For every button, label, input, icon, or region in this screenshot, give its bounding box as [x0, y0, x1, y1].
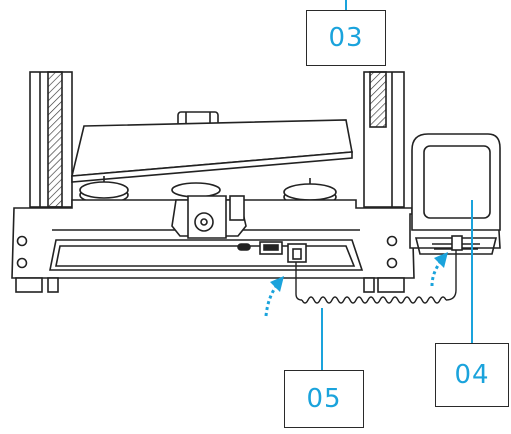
- print-head: [171, 195, 247, 239]
- gantry-frame: [29, 71, 405, 208]
- front-ports: [237, 241, 307, 263]
- touch-display: [409, 133, 501, 255]
- callout-05: 05: [284, 370, 364, 428]
- callout-04: 04: [435, 343, 509, 407]
- printer-base: [11, 199, 415, 293]
- print-bed: [70, 119, 353, 183]
- callout-03: 03: [306, 10, 386, 66]
- arrowheads: [270, 252, 448, 292]
- leveling-knobs: [79, 176, 337, 206]
- coiled-cable: [295, 250, 457, 304]
